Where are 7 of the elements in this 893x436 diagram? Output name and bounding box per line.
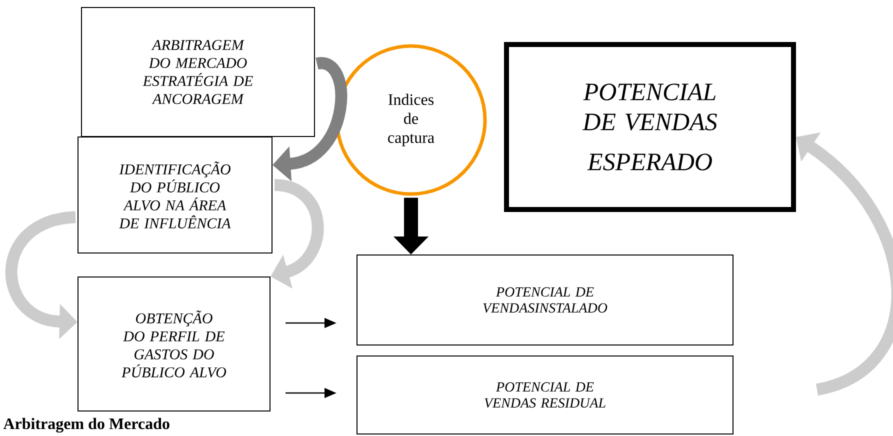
process-box: POTENCIAL DE VENDAS RESIDUAL xyxy=(356,356,734,434)
caption-text: Arbitragem do Mercado xyxy=(3,418,170,433)
process-box: POTENCIAL DE VENDASINSTALADO xyxy=(356,254,734,346)
process-box: IDENTIFICAÇÃO DO PÚBLICO ALVO NA ÁREA DE INFLUÊNCIA xyxy=(78,136,272,254)
process-box: ARBITRAGEM DO MERCADO ESTRATÉGIA DE ANCORAGEM xyxy=(81,7,315,137)
process-box: OBTENÇÃO DO PERFIL DE GASTOS DO PÚBLICO ALVO xyxy=(78,276,270,412)
result-box: POTENCIAL DE VENDAS ESPERADO xyxy=(504,42,796,212)
